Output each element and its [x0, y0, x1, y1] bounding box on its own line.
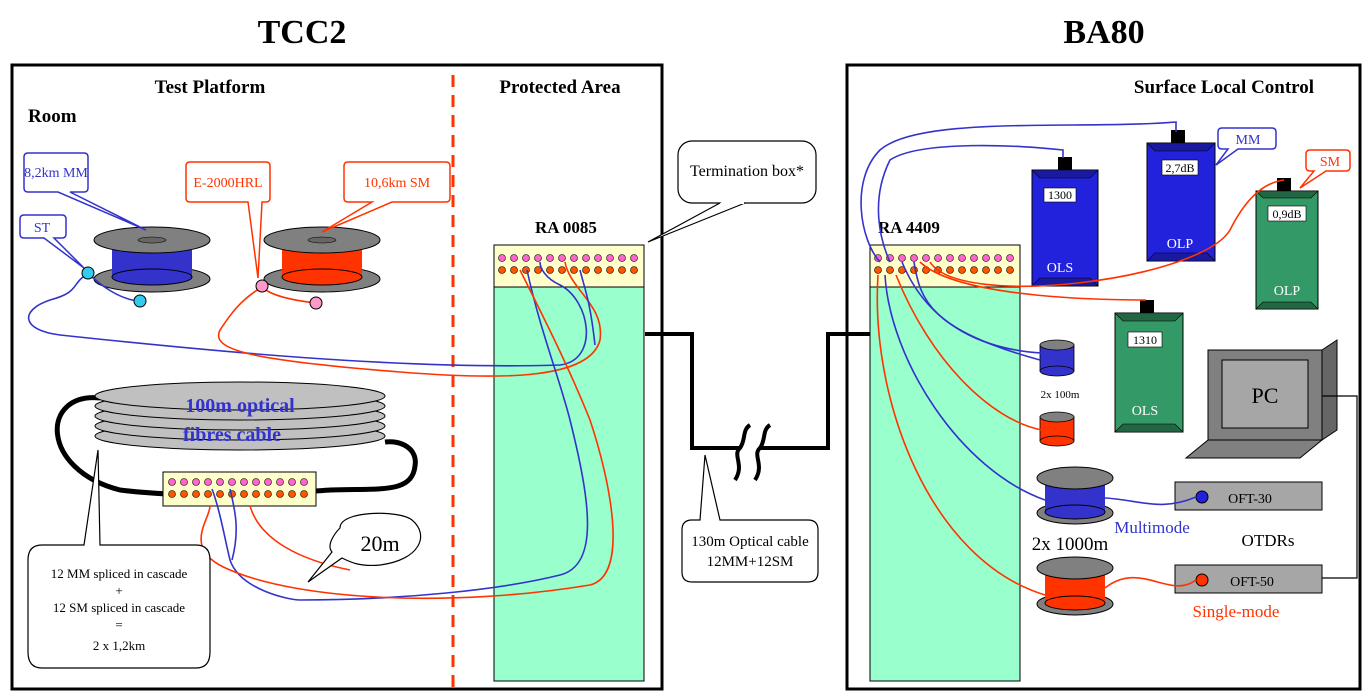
rack-ra4409-patch-panel	[869, 244, 1021, 288]
hrl-connector-2	[309, 296, 323, 310]
rack-ra0085-connectors	[498, 254, 638, 274]
callout-st-text: ST	[34, 221, 51, 236]
otdr-pc-link	[1322, 395, 1358, 579]
callout-sm: SM	[1299, 149, 1351, 189]
otdr-oft30: OFT-30	[1174, 481, 1323, 511]
splice-panel	[162, 471, 317, 507]
multimode-label: Multimode	[1114, 518, 1190, 537]
small-spools-label: 2x 100m	[1041, 389, 1080, 401]
otdr-oft50: OFT-50	[1174, 564, 1323, 594]
ols-1310-value: 1310	[1133, 333, 1157, 347]
splice-note-line5: 2 x 1,2km	[93, 638, 145, 653]
callout-e2000hrl: E-2000HRL	[185, 161, 271, 279]
splice-note-line2: +	[115, 583, 122, 598]
site-title-tcc2: TCC2	[258, 14, 347, 51]
callout-st: ST	[19, 214, 85, 269]
hrl-connector-1	[255, 279, 269, 293]
rack-ra0085-label: RA 0085	[535, 218, 597, 237]
pc-label: PC	[1252, 383, 1279, 408]
callout-8km-mm: 8,2km MM	[23, 152, 147, 231]
spool-1000m-sm	[1036, 556, 1114, 616]
termination-box-callout: Termination box*	[647, 140, 817, 243]
spool-8km-mm	[93, 226, 211, 293]
splice-note-callout: 12 MM spliced in cascade + 12 SM spliced…	[27, 449, 211, 669]
ols-1300-label: OLS	[1047, 261, 1073, 276]
test-platform-label: Test Platform	[155, 77, 266, 98]
left-building-frame	[10, 63, 664, 691]
oft50-label: OFT-50	[1230, 575, 1274, 590]
spool-1000m-mm	[1036, 466, 1114, 525]
st-connector-2	[133, 294, 147, 308]
coil-label-line1: 100m optical	[185, 395, 295, 417]
olp-blue: 2,7dB OLP	[1146, 130, 1216, 262]
splice-note-line1: 12 MM spliced in cascade	[51, 566, 188, 581]
ols-1310-label: OLS	[1132, 404, 1158, 419]
callout-10km-sm-text: 10,6km SM	[364, 176, 431, 191]
otdrs-label: OTDRs	[1242, 531, 1295, 550]
olp-green-label: OLP	[1274, 284, 1301, 299]
callout-20m: 20m	[307, 512, 422, 583]
room-label: Room	[28, 106, 77, 127]
rack-ra0085	[493, 244, 645, 682]
ols-1300: 1300 OLS	[1031, 157, 1099, 287]
spool-100m-mm	[1039, 339, 1075, 377]
olp-blue-label: OLP	[1167, 237, 1194, 252]
splice-note-line3: 12 SM spliced in cascade	[53, 600, 185, 615]
callout-mm: MM	[1215, 127, 1277, 166]
surface-local-control-label: Surface Local Control	[1134, 77, 1314, 98]
spool-100m-sm	[1039, 411, 1075, 447]
singlemode-label: Single-mode	[1193, 602, 1280, 621]
rack-ra4409-label: RA 4409	[878, 218, 940, 237]
callout-mm-text: MM	[1236, 133, 1261, 148]
rack-ra4409	[869, 244, 1021, 682]
cable-130m-line1: 130m Optical cable	[691, 534, 809, 550]
callout-e2000hrl-text: E-2000HRL	[193, 176, 262, 191]
splice-note-line4: =	[115, 617, 122, 632]
coil-label-line2: fibres cable	[183, 424, 281, 446]
protected-area-label: Protected Area	[499, 77, 621, 98]
site-title-ba80: BA80	[1063, 14, 1144, 51]
pc: PC	[1184, 339, 1338, 459]
callout-8km-mm-text: 8,2km MM	[24, 166, 88, 181]
inter-building-cable	[645, 332, 875, 482]
fibres-right	[860, 121, 1285, 596]
coil-100m-cable: 100m optical fibres cable	[54, 381, 418, 498]
ols-1300-value: 1300	[1048, 188, 1072, 202]
olp-green-value: 0,9dB	[1272, 207, 1301, 221]
termination-box-text: Termination box*	[690, 163, 804, 180]
ols-1310: 1310 OLS	[1114, 300, 1184, 433]
callout-20m-text: 20m	[360, 531, 399, 556]
cable-130m-line2: 12MM+12SM	[707, 554, 794, 570]
cable-130m-callout: 130m Optical cable 12MM+12SM	[681, 454, 819, 583]
spool-10km-sm	[263, 226, 381, 293]
big-spools-label: 2x 1000m	[1032, 534, 1109, 555]
right-building-frame	[845, 63, 1362, 691]
olp-blue-value: 2,7dB	[1165, 161, 1194, 175]
callout-sm-text: SM	[1320, 155, 1341, 170]
rack-ra0085-patch-panel	[493, 244, 645, 288]
callout-10km-sm: 10,6km SM	[321, 161, 451, 233]
olp-green: 0,9dB OLP	[1255, 178, 1319, 310]
st-connector-1	[81, 266, 95, 280]
oft30-label: OFT-30	[1228, 492, 1272, 507]
